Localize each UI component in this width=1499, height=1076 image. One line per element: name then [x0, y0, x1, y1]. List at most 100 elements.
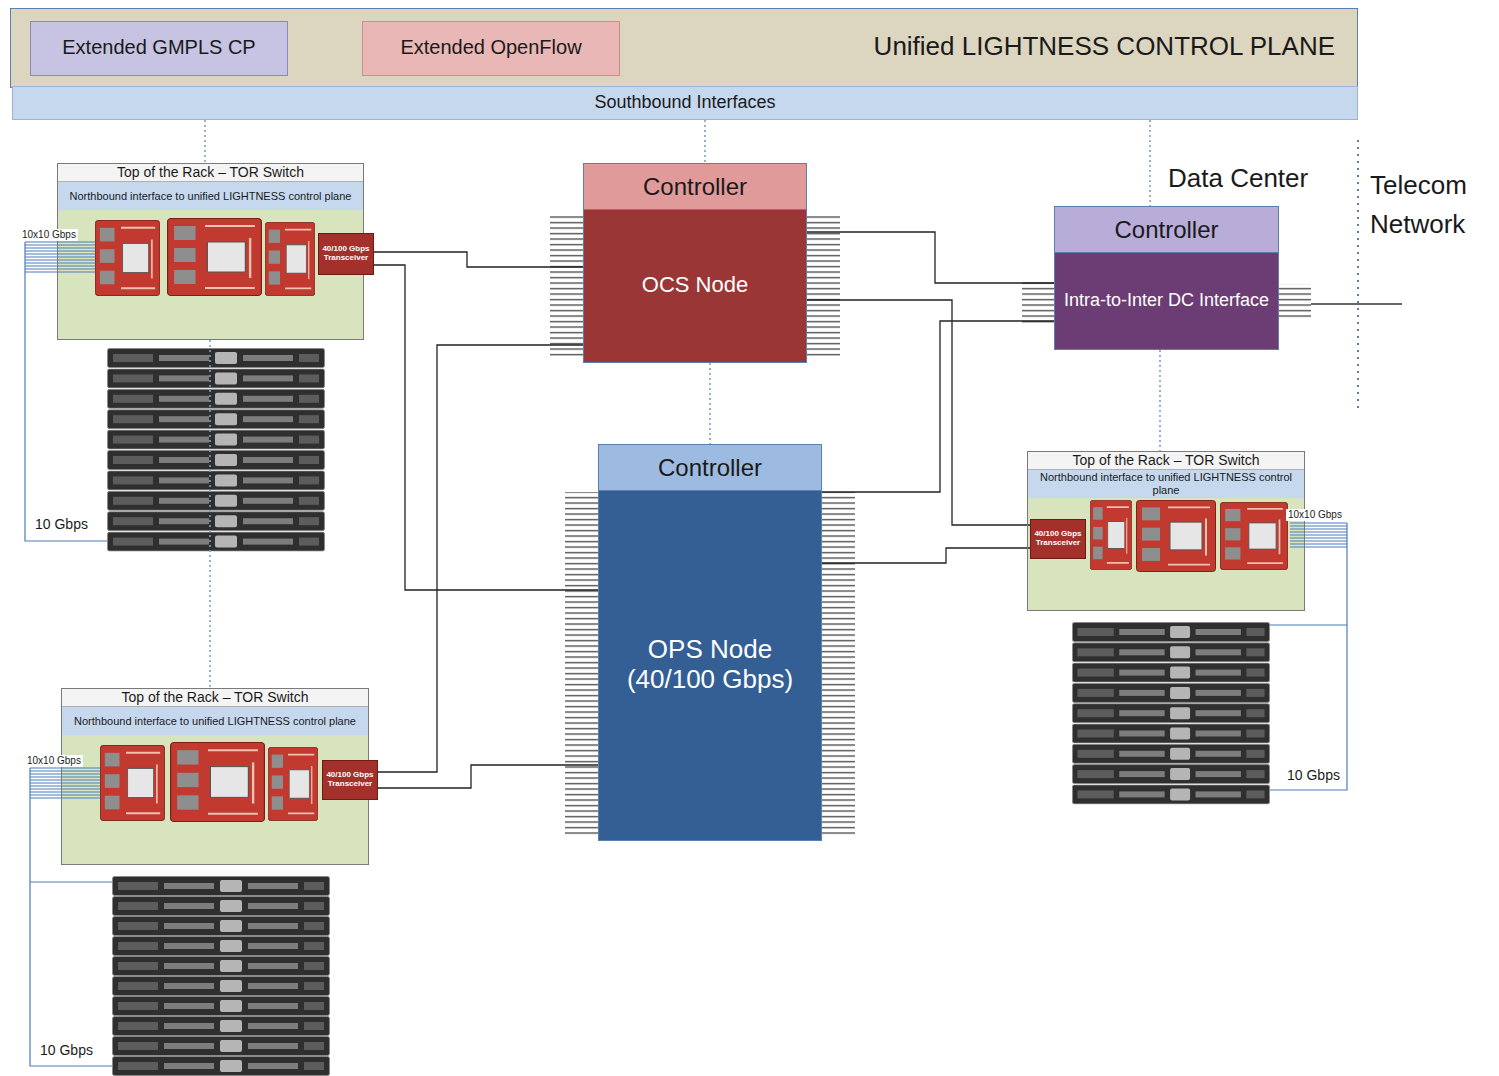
tor-switch: 40/100 Gbps Transceiver Top of the Rack –… [1027, 451, 1305, 611]
server-rack [108, 389, 325, 408]
port-rate: 10x10 Gbps [1286, 509, 1344, 521]
controller-label: Controller [1055, 207, 1278, 253]
tor-fill [1027, 451, 1305, 611]
circuit-board [171, 743, 265, 822]
tor-fill [57, 163, 1305, 865]
circuit-board [95, 220, 159, 295]
tor-subtitle: Northbound interface to unified LIGHTNES… [1028, 470, 1304, 498]
ops-node: ControllerOPS Node (40/100 Gbps) [598, 444, 822, 841]
tor-title: Top of the Rack – TOR Switch [62, 689, 368, 707]
node-label: Intra-to-Inter DC Interface [1055, 253, 1278, 347]
server-rack [1072, 765, 1269, 784]
port-stubs [1279, 284, 1311, 320]
port-rate: 10 Gbps [1287, 767, 1340, 784]
server-rack [1072, 663, 1269, 682]
server-rack [108, 410, 325, 429]
telecom-link [1311, 303, 1402, 304]
transceiver-box: 40/100 Gbps Transceiver [322, 760, 378, 800]
port-rate: 10x10 Gbps [20, 229, 78, 241]
circuit-board [100, 745, 164, 820]
server-rack [108, 532, 325, 551]
node-label: OPS Node (40/100 Gbps) [599, 491, 821, 838]
transceiver-label: 40/100 Gbps Transceiver [1031, 520, 1085, 556]
server-rack [1072, 683, 1269, 702]
port-stubs [822, 492, 855, 836]
control-link [209, 340, 211, 688]
circuit-board [1137, 500, 1216, 571]
ocs-node: ControllerOCS Node [583, 163, 807, 363]
node-label: OCS Node [584, 210, 806, 360]
optical-link [378, 765, 598, 788]
tor-subtitle: Northbound interface to unified LIGHTNES… [62, 707, 368, 735]
transceiver-box: 40/100 Gbps Transceiver [318, 233, 374, 275]
controller-label: Controller [599, 445, 821, 491]
control-link [1159, 350, 1161, 451]
server-rack [113, 977, 330, 996]
server-rack [108, 471, 325, 490]
optical-link [822, 548, 1030, 563]
band-label: Southbound Interfaces [13, 87, 1357, 117]
optical-link [374, 265, 598, 590]
circuit-board [265, 222, 314, 295]
server-wire [1270, 523, 1347, 790]
region-label: Data Center [1168, 163, 1308, 194]
server-rack [113, 1037, 330, 1056]
tor-subtitle: Northbound interface to unified LIGHTNES… [58, 182, 363, 210]
transceiver-label: 40/100 Gbps Transceiver [319, 234, 373, 272]
server-rack [1072, 744, 1269, 763]
control-link [704, 120, 706, 163]
dc-interface-node: ControllerIntra-to-Inter DC Interface [1054, 206, 1279, 350]
control-link [709, 363, 711, 444]
tor-switch: 40/100 Gbps TransceiverTop of the Rack –… [61, 688, 369, 865]
tor-title: Top of the Rack – TOR Switch [1028, 452, 1304, 470]
control-link [1149, 120, 1151, 206]
optical-link [822, 321, 1054, 492]
server-rack [1072, 643, 1269, 662]
circuit-board [1090, 500, 1131, 569]
server-rack [113, 1017, 330, 1036]
port-rate: 10 Gbps [35, 516, 88, 533]
server-rack [108, 430, 325, 449]
protocol-name: Extended GMPLS CP [31, 22, 287, 73]
interface-band: Southbound Interfaces [12, 86, 1358, 120]
region-label: Telecom Network [1370, 166, 1494, 244]
server-rack [108, 512, 325, 531]
circuit-board [168, 219, 262, 296]
port-stubs [807, 213, 840, 358]
band-title: Unified LIGHTNESS CONTROL PLANE [866, 9, 1343, 85]
circuit-board [1220, 502, 1287, 569]
protocol-name: Extended OpenFlow [363, 22, 619, 73]
port-rate: 10 Gbps [40, 1042, 93, 1059]
protocol-box: Extended OpenFlow [362, 21, 620, 76]
tor-switch: 40/100 Gbps TransceiverTop of the Rack –… [57, 163, 364, 340]
circuit-board [268, 747, 317, 820]
tor-title: Top of the Rack – TOR Switch [58, 164, 363, 182]
optical-link [807, 300, 1030, 525]
server-rack [113, 937, 330, 956]
control-link [204, 120, 206, 163]
server-rack [113, 957, 330, 976]
protocol-box: Extended GMPLS CP [30, 21, 288, 76]
port-stubs [550, 213, 583, 358]
server-rack [1072, 623, 1269, 642]
server-rack [113, 997, 330, 1016]
server-wire [25, 242, 107, 541]
server-rack [108, 451, 325, 470]
telecom-link [1357, 140, 1359, 410]
server-rack [108, 491, 325, 510]
server-rack [1072, 704, 1269, 723]
port-stubs [565, 492, 598, 836]
server-rack [108, 349, 325, 368]
control-plane-band: Extended GMPLS CP Extended OpenFlow Unifie… [10, 8, 1358, 88]
server-rack [113, 897, 330, 916]
server-rack [1072, 785, 1269, 804]
server-rack [1072, 724, 1269, 743]
optical-link [378, 345, 583, 772]
transceiver-label: 40/100 Gbps Transceiver [323, 761, 377, 797]
port-stubs [1022, 281, 1054, 325]
transceiver-box: 40/100 Gbps Transceiver [1030, 519, 1086, 559]
server-wire [25, 242, 1347, 1066]
server-rack [113, 1057, 330, 1076]
optical-link [807, 232, 1054, 283]
